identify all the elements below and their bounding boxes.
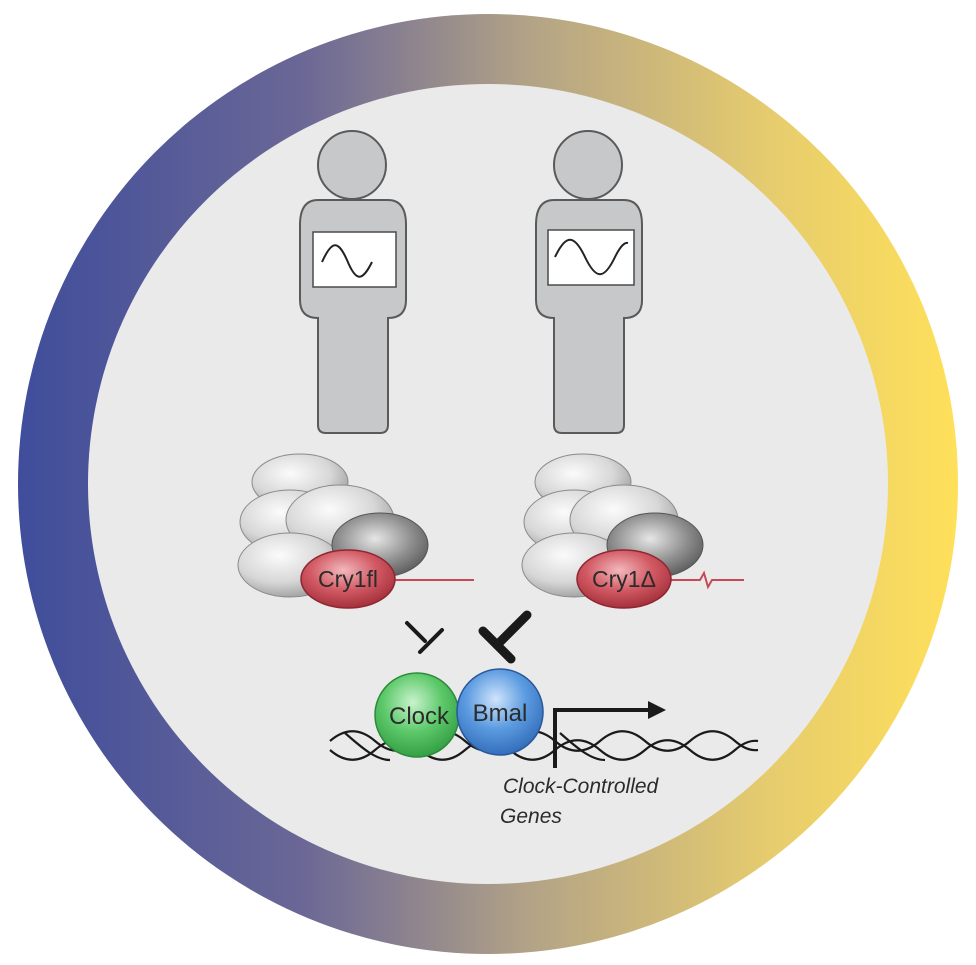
genes-label-line2: Genes <box>500 805 562 828</box>
high-amplitude-wave-icon <box>554 238 629 276</box>
bmal-protein <box>456 668 544 756</box>
cry1-delta-label: Cry1Δ <box>592 566 656 592</box>
strong-inhibition-arrow-icon <box>478 610 532 664</box>
cry1-full-label: Cry1fl <box>318 566 378 592</box>
right-wave-panel <box>547 229 635 286</box>
right-person-icon <box>535 130 643 434</box>
bmal-label: Bmal <box>473 700 528 727</box>
left-person-icon <box>299 130 407 434</box>
weak-inhibition-arrow-icon <box>405 621 444 654</box>
inner-disc <box>88 84 888 884</box>
cry1-delta-protein <box>576 549 672 609</box>
low-amplitude-wave-icon <box>321 244 373 278</box>
clock-label: Clock <box>389 703 450 730</box>
transcription-start-arrow-icon <box>553 701 666 768</box>
left-protein-complex: Cry1fl <box>237 453 474 609</box>
left-wave-panel <box>312 231 397 288</box>
cry1-delta-tail <box>670 570 744 590</box>
right-protein-complex: Cry1Δ <box>521 453 744 609</box>
genes-label-line1: Clock-Controlled <box>503 775 660 798</box>
cry1-full-protein <box>300 549 396 609</box>
